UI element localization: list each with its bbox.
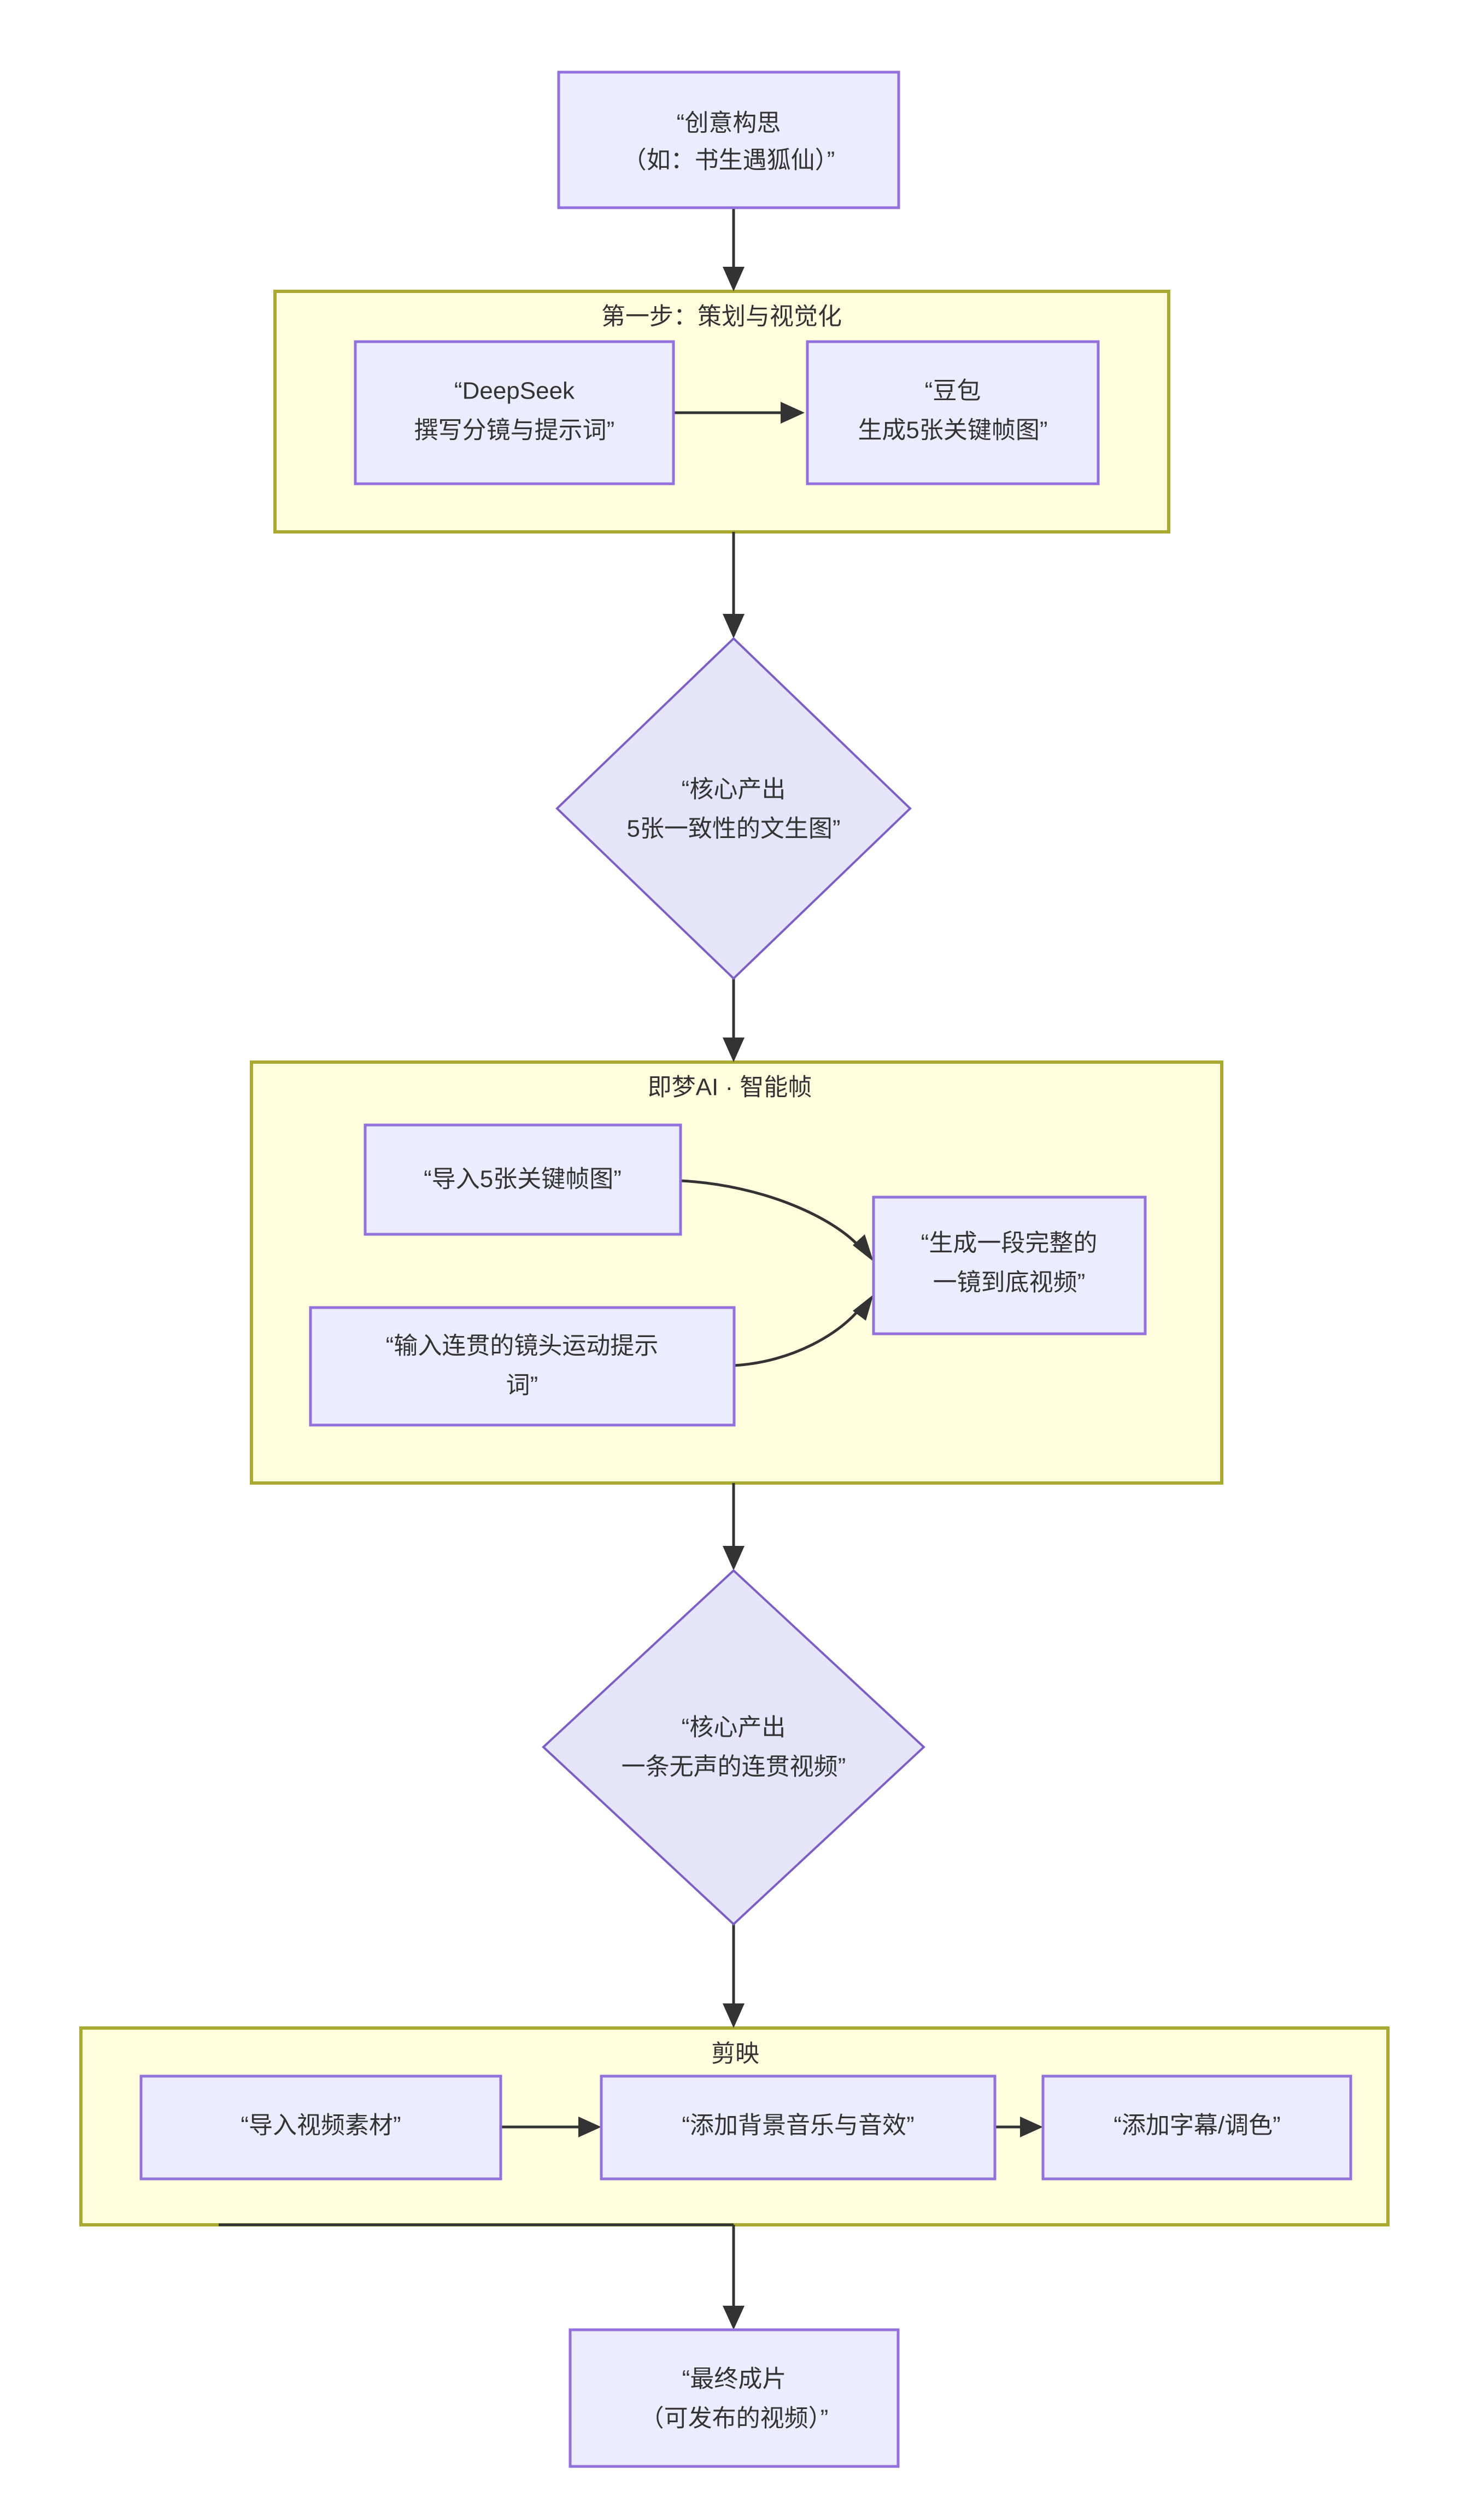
node-start-line1: “创意构思 <box>677 110 781 137</box>
node-deepseek[interactable]: “DeepSeek 撰写分镜与提示词” <box>354 340 675 485</box>
edge-prompt-to-gen <box>734 1294 874 1367</box>
node-import-keyframes-box <box>364 1123 682 1236</box>
node-add-bgm-box <box>600 2074 997 2181</box>
edge-core2-to-jianying <box>723 1924 745 2028</box>
node-deepseek-box <box>354 340 675 485</box>
edge-start-to-planning <box>723 208 745 291</box>
node-core-output-1-line1: “核心产出 <box>682 776 786 803</box>
edge-core1-to-jimeng <box>723 978 745 1062</box>
node-start-box <box>557 71 900 209</box>
subgraph-jianying-title: 剪映 <box>711 2041 759 2067</box>
node-add-bgm-line1: “添加背景音乐与音效” <box>682 2112 914 2139</box>
edge-planning-to-core1 <box>723 532 745 638</box>
node-import-keyframes-line1: “导入5张关键帧图” <box>424 1166 622 1193</box>
node-final-output-line1: “最终成片 <box>682 2366 787 2393</box>
edge-jimeng-to-core2 <box>723 1483 745 1570</box>
node-core-output-1-line2: 5张一致性的文生图” <box>626 816 840 842</box>
node-generate-video-line2: 一镜到底视频” <box>933 1269 1086 1296</box>
edge-import5-to-gen <box>680 1179 874 1262</box>
node-generate-video-line1: “生成一段完整的 <box>921 1230 1098 1257</box>
edge-jianying-to-final <box>219 2223 745 2330</box>
node-generate-video[interactable]: “生成一段完整的 一镜到底视频” <box>872 1195 1147 1335</box>
node-import-footage[interactable]: “导入视频素材” <box>139 2074 502 2181</box>
edge-deepseek-to-doubao <box>673 402 805 424</box>
node-import-keyframes[interactable]: “导入5张关键帧图” <box>364 1123 682 1236</box>
node-final-output-box <box>569 2328 900 2468</box>
node-core-output-2-line1: “核心产出 <box>682 1714 786 1741</box>
node-start[interactable]: “创意构思 （如：书生遇狐仙）” <box>557 71 900 209</box>
node-core-output-1[interactable]: “核心产出 5张一致性的文生图” <box>555 637 912 980</box>
subgraph-jimeng-title: 即梦AI · 智能帧 <box>648 1074 812 1101</box>
node-core-output-1-shape <box>555 637 912 980</box>
node-doubao-line2: 生成5张关键帧图” <box>858 417 1047 444</box>
node-import-footage-line1: “导入视频素材” <box>241 2112 401 2139</box>
node-doubao[interactable]: “豆包 生成5张关键帧图” <box>806 340 1100 485</box>
node-camera-prompt-box <box>309 1306 736 1427</box>
edge-bgm-to-subtitle <box>995 2117 1043 2137</box>
node-add-subtitle-box <box>1041 2074 1352 2181</box>
edge-importvid-to-bgm <box>501 2117 601 2137</box>
node-core-output-2[interactable]: “核心产出 一条无声的连贯视频” <box>542 1569 925 1926</box>
node-add-subtitle[interactable]: “添加字幕/调色” <box>1041 2074 1352 2181</box>
node-deepseek-line2: 撰写分镜与提示词” <box>414 417 615 444</box>
node-final-output-line2: （可发布的视频）” <box>640 2405 829 2432</box>
node-core-output-2-line2: 一条无声的连贯视频” <box>622 1754 846 1780</box>
node-camera-prompt-line1: “输入连贯的镜头运动提示 <box>386 1333 659 1359</box>
node-start-line2: （如：书生遇狐仙）” <box>623 147 835 174</box>
node-final-output[interactable]: “最终成片 （可发布的视频）” <box>569 2328 900 2468</box>
subgraph-planning-title: 第一步：策划与视觉化 <box>601 303 842 330</box>
node-add-subtitle-line1: “添加字幕/调色” <box>1113 2112 1281 2139</box>
node-deepseek-line1: “DeepSeek <box>454 378 575 405</box>
node-core-output-2-shape <box>542 1569 925 1926</box>
node-add-bgm[interactable]: “添加背景音乐与音效” <box>600 2074 997 2181</box>
node-import-footage-box <box>139 2074 502 2181</box>
node-doubao-line1: “豆包 <box>925 378 981 405</box>
node-generate-video-box <box>872 1195 1147 1335</box>
node-camera-prompt-line2: 词” <box>506 1372 538 1399</box>
node-camera-prompt[interactable]: “输入连贯的镜头运动提示 词” <box>309 1306 736 1427</box>
node-doubao-box <box>806 340 1100 485</box>
